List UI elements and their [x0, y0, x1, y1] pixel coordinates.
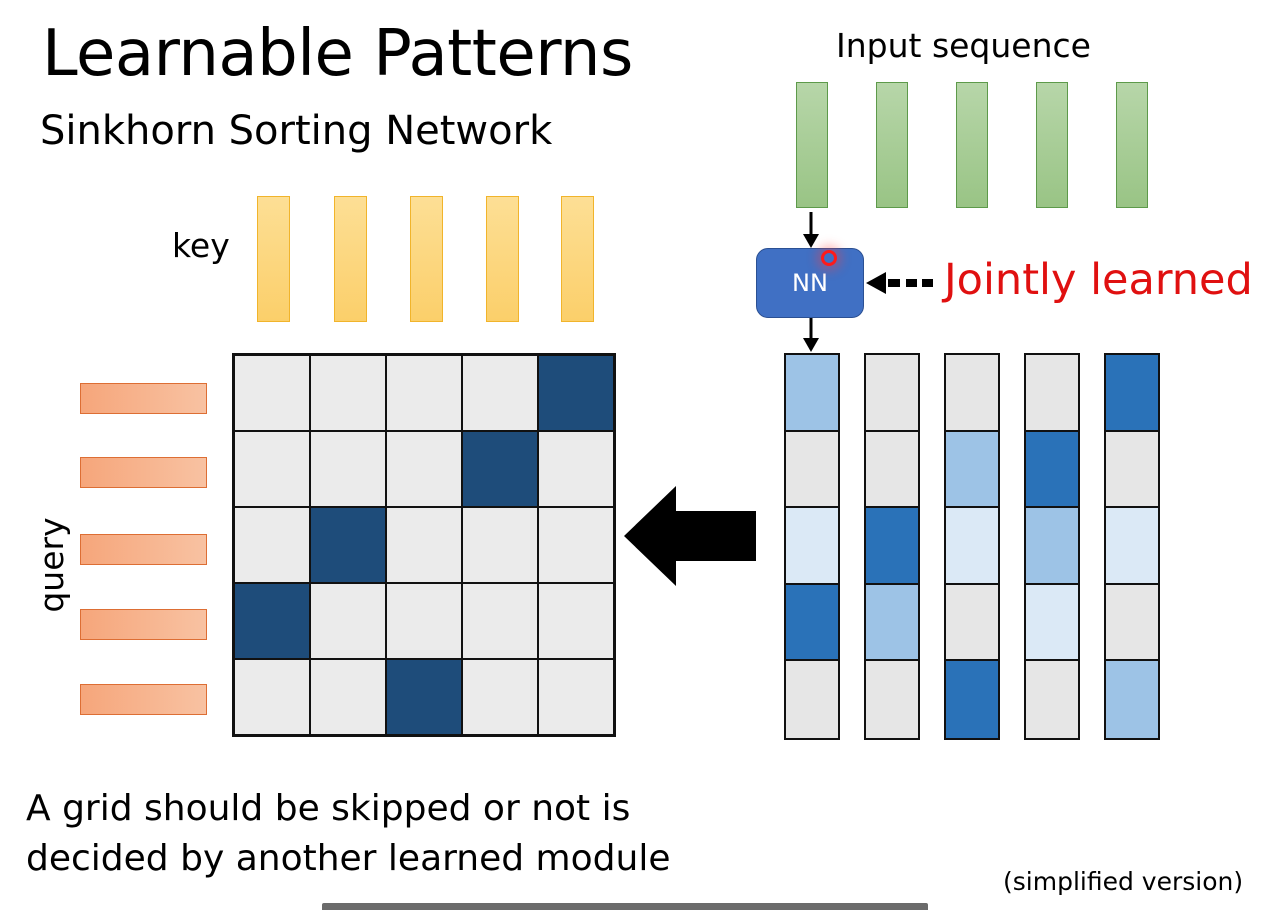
input-token [876, 82, 908, 208]
attention-cell-selected [310, 507, 386, 583]
key-label: key [172, 226, 230, 265]
pointer-cursor-icon [821, 250, 837, 266]
video-progress-bar[interactable] [322, 903, 928, 910]
score-cell [786, 431, 838, 509]
score-cell [1026, 355, 1078, 432]
nn-output-column [864, 353, 920, 740]
key-vector [410, 196, 443, 322]
score-cell [866, 661, 918, 738]
attention-cell-skipped [310, 659, 386, 735]
attention-cell-skipped [462, 659, 538, 735]
score-cell [1026, 431, 1078, 509]
query-vector [80, 684, 207, 715]
nn-module-box: NN [756, 248, 864, 318]
query-label: query [32, 517, 71, 613]
query-vector [80, 383, 207, 414]
score-cell [1106, 661, 1158, 738]
nn-output-column [944, 353, 1000, 740]
attention-cell-skipped [386, 431, 462, 507]
score-cell [1026, 661, 1078, 738]
score-cell [1026, 508, 1078, 585]
key-vector [334, 196, 367, 322]
slide-subtitle: Sinkhorn Sorting Network [40, 108, 553, 154]
attention-cell-selected [538, 355, 614, 431]
dashed-arrow-left-icon [866, 272, 933, 294]
score-cell [946, 431, 998, 509]
attention-cell-skipped [538, 431, 614, 507]
attention-cell-selected [462, 431, 538, 507]
arrow-down-icon [803, 212, 819, 248]
attention-cell-skipped [386, 507, 462, 583]
attention-cell-skipped [310, 431, 386, 507]
query-vector [80, 457, 207, 488]
simplified-note: (simplified version) [1003, 867, 1244, 896]
input-token [956, 82, 988, 208]
score-cell [1106, 584, 1158, 662]
attention-cell-skipped [386, 583, 462, 659]
nn-output-column [1024, 353, 1080, 740]
nn-output-column [784, 353, 840, 740]
attention-cell-skipped [234, 355, 310, 431]
score-cell [1106, 431, 1158, 509]
query-vector [80, 609, 207, 640]
score-cell [786, 661, 838, 738]
nn-output-column [1104, 353, 1160, 740]
score-cell [1106, 355, 1158, 432]
attention-cell-skipped [538, 507, 614, 583]
query-vector [80, 534, 207, 565]
attention-cell-skipped [234, 507, 310, 583]
score-cell [866, 508, 918, 585]
attention-cell-skipped [538, 583, 614, 659]
caption-line-1: A grid should be skipped or not is [26, 788, 631, 829]
caption: A grid should be skipped or not is decid… [26, 784, 670, 884]
jointly-learned-label: Jointly learned [944, 255, 1253, 305]
score-cell [786, 355, 838, 432]
score-cell [1026, 584, 1078, 662]
key-vector [561, 196, 594, 322]
score-cell [946, 508, 998, 585]
key-vector [257, 196, 290, 322]
attention-cell-skipped [310, 355, 386, 431]
input-token [796, 82, 828, 208]
attention-cell-skipped [310, 583, 386, 659]
attention-cell-skipped [386, 355, 462, 431]
score-cell [946, 584, 998, 662]
score-cell [946, 355, 998, 432]
attention-mask-grid [232, 353, 616, 737]
input-token [1116, 82, 1148, 208]
attention-cell-skipped [462, 583, 538, 659]
score-cell [946, 661, 998, 738]
attention-cell-skipped [462, 507, 538, 583]
nn-label: NN [792, 269, 828, 297]
attention-cell-selected [234, 583, 310, 659]
attention-cell-skipped [538, 659, 614, 735]
attention-cell-skipped [234, 431, 310, 507]
score-cell [866, 584, 918, 662]
score-cell [786, 584, 838, 662]
score-cell [866, 431, 918, 509]
score-cell [866, 355, 918, 432]
input-sequence-label: Input sequence [836, 26, 1091, 65]
attention-cell-selected [386, 659, 462, 735]
arrow-down-icon [803, 318, 819, 352]
caption-line-2: decided by another learned module [26, 838, 671, 879]
key-vector [486, 196, 519, 322]
input-token [1036, 82, 1068, 208]
attention-cell-skipped [462, 355, 538, 431]
slide-title: Learnable Patterns [42, 17, 633, 91]
arrow-left-icon [624, 486, 756, 586]
score-cell [1106, 508, 1158, 585]
score-cell [786, 508, 838, 585]
attention-cell-skipped [234, 659, 310, 735]
